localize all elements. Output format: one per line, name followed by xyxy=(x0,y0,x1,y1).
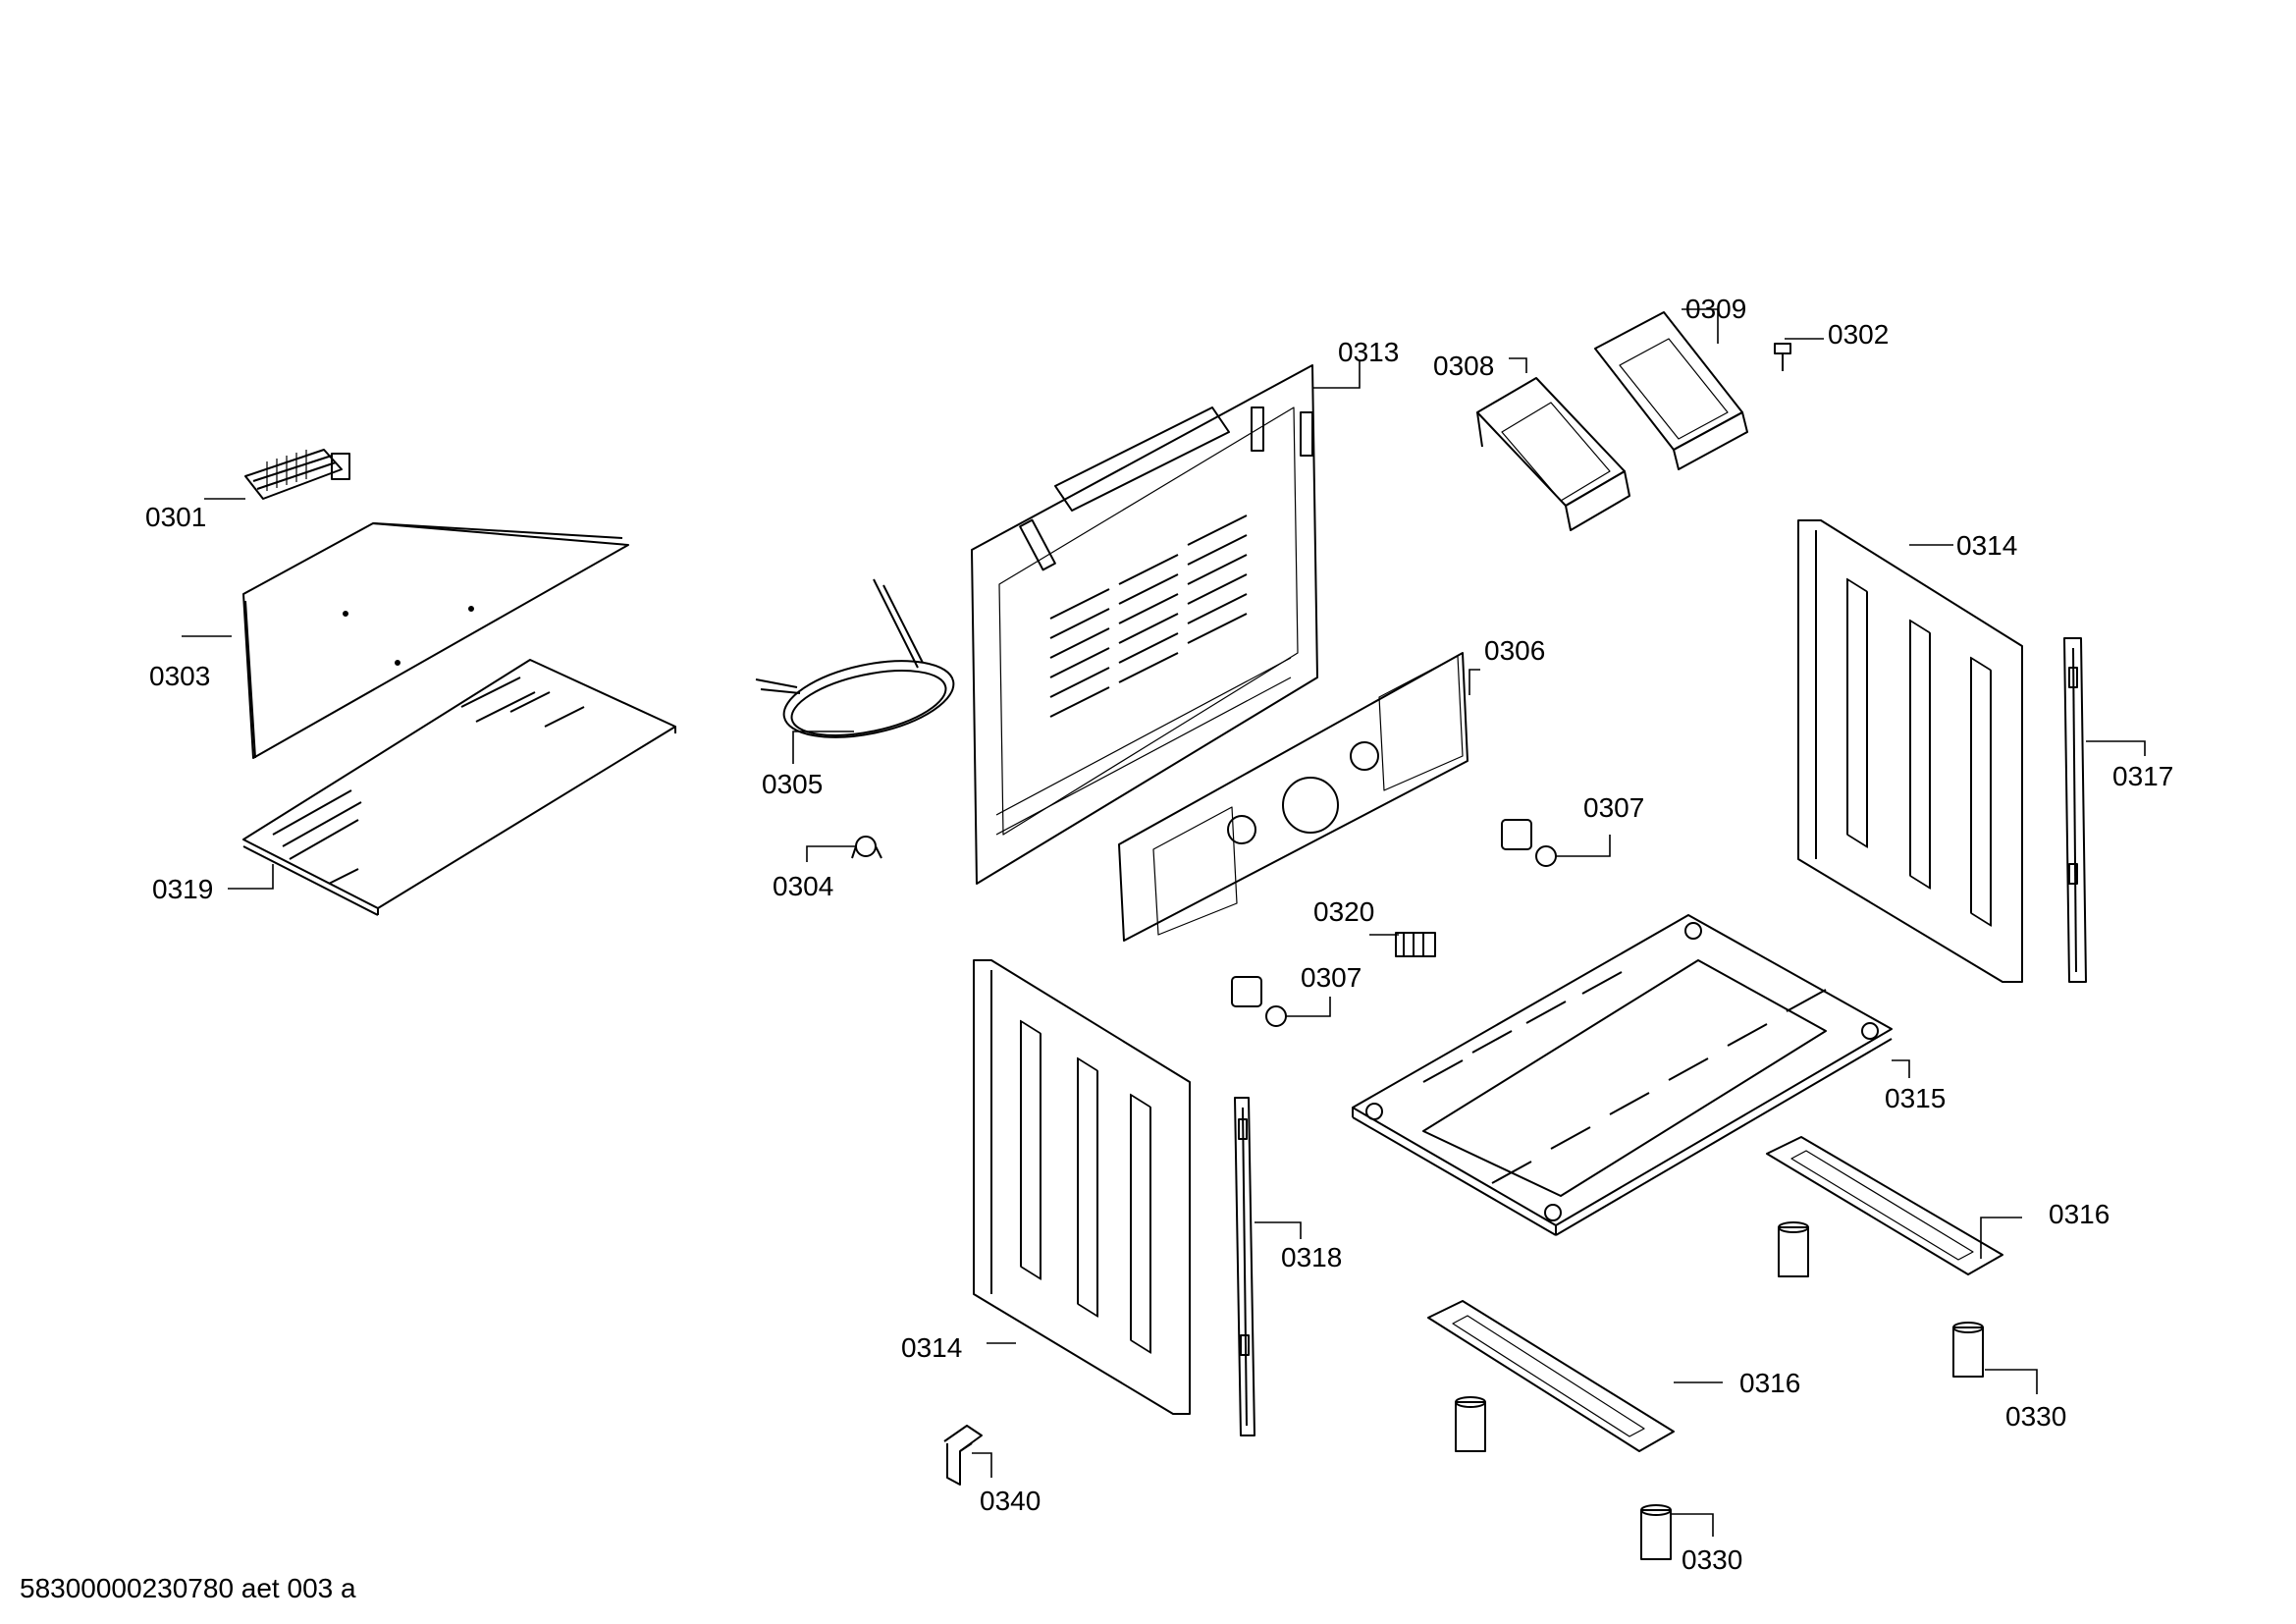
leader-0306 xyxy=(1468,669,1480,695)
document-number: 58300000230780 aet 003 a xyxy=(20,1573,356,1603)
part-0309-duct xyxy=(1594,311,1748,470)
label-0316-upper: 0316 xyxy=(2049,1199,2109,1229)
label-0307-lower: 0307 xyxy=(1301,962,1362,993)
leader-0316-upper xyxy=(1980,1217,2022,1259)
part-0317-rail-right xyxy=(2063,637,2087,983)
part-0316-bracket-upper xyxy=(1766,1136,2003,1275)
leader-0318 xyxy=(1255,1221,1302,1239)
part-0314-side-panel-right xyxy=(1797,519,2023,983)
leader-0319 xyxy=(228,864,274,890)
leader-0317 xyxy=(2086,740,2146,756)
part-0303-panel xyxy=(242,522,629,759)
leader-0309 xyxy=(1682,308,1719,344)
label-0307-upper: 0307 xyxy=(1583,792,1644,823)
label-0301: 0301 xyxy=(145,502,206,532)
label-0309: 0309 xyxy=(1685,294,1746,324)
part-0330-foot-cylinder-bottom xyxy=(1640,1504,1672,1560)
part-0320-terminal-block xyxy=(1395,932,1436,957)
leader-0304 xyxy=(806,845,856,862)
part-0319-base-plate xyxy=(242,659,676,916)
label-0318: 0318 xyxy=(1281,1242,1342,1272)
label-0303: 0303 xyxy=(149,661,210,691)
part-0313-rear-wall xyxy=(971,364,1318,885)
part-0301-blower xyxy=(244,449,350,500)
part-foot-cylinder-lower xyxy=(1455,1396,1486,1452)
part-0308-duct xyxy=(1476,377,1630,531)
label-0304: 0304 xyxy=(773,871,833,901)
leader-0330-right xyxy=(1985,1369,2038,1394)
label-0330-bottom: 0330 xyxy=(1682,1544,1742,1575)
label-0315: 0315 xyxy=(1885,1083,1946,1113)
part-0302-screw xyxy=(1774,343,1791,371)
part-0315-frame xyxy=(1352,914,1893,1236)
leader-lines xyxy=(182,308,2146,1537)
leader-0305 xyxy=(792,731,854,764)
part-0316-bracket-lower xyxy=(1427,1300,1675,1452)
leader-0330-bottom xyxy=(1672,1513,1714,1537)
label-0314-left: 0314 xyxy=(901,1332,962,1363)
part-0318-rail-left xyxy=(1234,1097,1255,1436)
part-0314-side-panel-left xyxy=(973,959,1191,1415)
part-0330-foot-cylinder-right xyxy=(1952,1322,1984,1378)
label-0340: 0340 xyxy=(980,1486,1041,1516)
label-0313: 0313 xyxy=(1338,337,1399,367)
label-0305: 0305 xyxy=(762,769,823,799)
callout-labels: 0301 0303 0319 0305 0304 0313 0308 0309 … xyxy=(145,294,2173,1575)
label-0320: 0320 xyxy=(1313,896,1374,927)
label-0316-lower: 0316 xyxy=(1739,1368,1800,1398)
label-0319: 0319 xyxy=(152,874,213,904)
part-0307-lamp-holder-upper xyxy=(1501,819,1557,867)
leader-0313 xyxy=(1313,360,1361,389)
label-0308: 0308 xyxy=(1433,351,1494,381)
leader-0307-upper xyxy=(1556,835,1611,857)
leader-0308 xyxy=(1509,357,1527,373)
leader-0307-lower xyxy=(1286,997,1331,1017)
part-0305-cable xyxy=(755,578,955,738)
part-0307-lamp-holder-lower xyxy=(1231,976,1287,1027)
part-foot-cylinder-upper xyxy=(1778,1221,1809,1277)
label-0302: 0302 xyxy=(1828,319,1889,350)
part-0304-clip xyxy=(851,836,882,859)
label-0314-right: 0314 xyxy=(1956,530,2017,561)
part-0340-hinge-bracket xyxy=(943,1425,983,1486)
label-0330-right: 0330 xyxy=(2005,1401,2066,1432)
leader-0340 xyxy=(972,1452,992,1478)
leader-0315 xyxy=(1892,1059,1910,1078)
label-0317: 0317 xyxy=(2112,761,2173,791)
part-0306-fan-frame xyxy=(1118,652,1468,942)
label-0306: 0306 xyxy=(1484,635,1545,666)
